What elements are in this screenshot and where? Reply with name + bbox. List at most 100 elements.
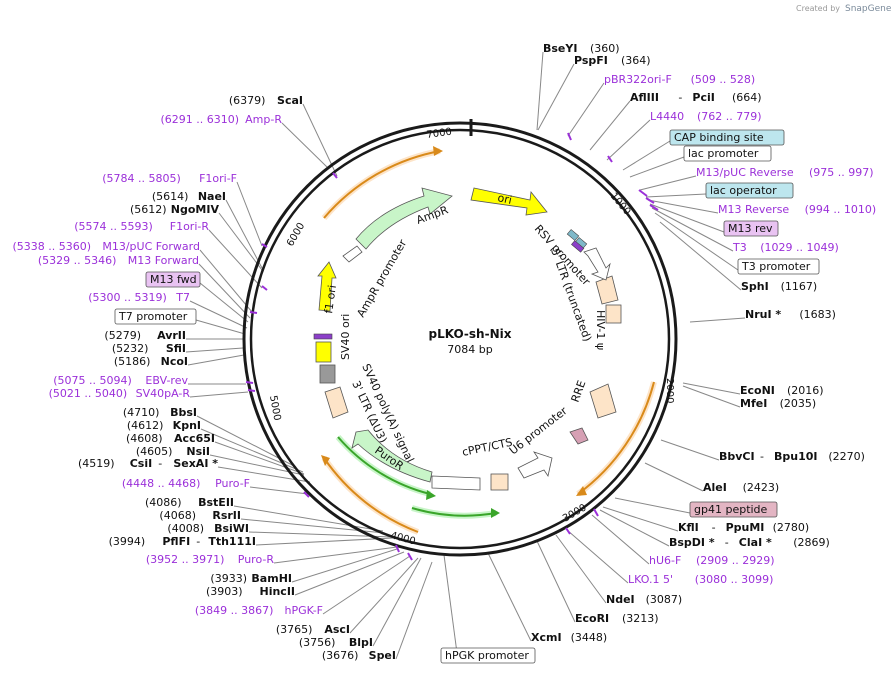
feature-box-gp41-peptide-box[interactable] <box>689 501 778 518</box>
l4440-mark <box>607 155 613 163</box>
feature-box-lac-operator-box[interactable] <box>705 182 794 199</box>
ampr-feature[interactable] <box>355 187 453 250</box>
primer-ebv-rev: EBV-rev <box>145 374 188 387</box>
feature-box-lac-operator: lac operator <box>710 184 777 197</box>
feature-box-t7-promoter: T7 promoter <box>118 310 188 323</box>
rre-label: RRE <box>569 379 589 404</box>
feature-box-hpgk-promoter: hPGK promoter <box>445 649 529 662</box>
site-avrii-pos: (5279) <box>104 329 141 342</box>
primer-ebv-rev-range: (5075 .. 5094) <box>53 374 132 387</box>
site-bsteii-pos: (4086) <box>145 496 182 509</box>
feature-box-t7-promoter-box[interactable] <box>114 308 197 325</box>
primer-m13-forward-range: (5329 .. 5346) <box>38 254 117 267</box>
site-scai-pos: (6379) <box>229 94 266 107</box>
site-bbsi-pos: (4710) <box>123 406 160 419</box>
amp-r-mark <box>332 172 338 179</box>
site-clai: ClaI * <box>739 536 772 549</box>
site-bspdi: BspDI * <box>669 536 715 549</box>
backbone-outer-ring <box>242 121 678 557</box>
econi-connector <box>682 382 741 395</box>
u6-promoter-feature[interactable] <box>517 451 553 479</box>
site-ngomiv: NgoMIV <box>171 203 220 216</box>
green-arc-1-bg <box>335 435 431 497</box>
primer-t3: T3 <box>732 241 747 254</box>
site-bbvci-pos: (2270) <box>828 450 865 463</box>
green-arc-1-arrowhead <box>426 490 436 500</box>
primer-amp-r: Amp-R <box>245 113 282 126</box>
sfii-connector <box>185 347 244 353</box>
ampr-promoter-label: AmpR promoter <box>354 237 409 320</box>
puro-f-mark <box>303 491 310 498</box>
hincii-connector <box>294 551 405 596</box>
primer-t3-range: (1029 .. 1049) <box>760 241 839 254</box>
site-sphi: SphI <box>741 280 769 293</box>
site-blpi: BlpI <box>349 636 373 649</box>
m13-fwd-box-connector <box>199 282 249 323</box>
site-nsii-pos: (4605) <box>136 445 173 458</box>
orange-bottom-arrowhead <box>321 455 330 466</box>
feature-box-lac-promoter-box[interactable] <box>683 145 772 162</box>
hpgk-promoter-feature[interactable] <box>431 475 481 491</box>
site-hincii: HincII <box>259 585 295 598</box>
pbr322ori-connector <box>567 82 605 137</box>
primer-f1ori-f: F1ori-F <box>199 172 237 185</box>
feature-box-m13-fwd-box[interactable] <box>145 271 201 288</box>
primer-hpgk-f-range: (3849 .. 3867) <box>195 604 274 617</box>
ampr-promoter-feature[interactable] <box>342 245 363 263</box>
site-bbsi: BbsI <box>170 406 197 419</box>
primer-m13-forward: M13 Forward <box>128 254 199 267</box>
hiv-psi-feature[interactable] <box>605 304 622 324</box>
f1-ori-feature[interactable] <box>317 261 337 312</box>
tick-6000: 6000 <box>285 221 307 249</box>
bsteii-connector <box>233 505 384 532</box>
sv40-ori-feature[interactable] <box>315 341 332 363</box>
bspdi-connector <box>599 509 670 547</box>
gp41-feature[interactable] <box>569 427 589 445</box>
site-rsrii-pos: (4068) <box>159 509 196 522</box>
site-kpni-pos: (4612) <box>127 419 164 432</box>
site-csii-sep: - <box>158 457 162 470</box>
ltr5-feature[interactable] <box>595 275 619 305</box>
primer-pbr322ori-f-range: (509 .. 528) <box>691 73 756 86</box>
feature-box-m13-rev-box[interactable] <box>723 220 779 237</box>
l4440-connector <box>606 119 651 161</box>
bsiwi-connector <box>248 531 393 538</box>
site-nrui: NruI * <box>745 308 781 321</box>
ltr3-feature[interactable] <box>324 386 349 419</box>
puror-feature[interactable] <box>351 429 433 483</box>
ori-feature[interactable] <box>470 187 548 216</box>
orange-right-arc <box>577 381 655 495</box>
pspfi-connector <box>537 63 575 131</box>
m13-fwd-feature[interactable] <box>313 333 333 340</box>
site-pspfi-pos: (364) <box>621 54 651 67</box>
tick-2000: 2000 <box>664 378 675 403</box>
sv40-ori-label: SV40 ori <box>339 314 352 360</box>
site-ncoi: NcoI <box>161 355 188 368</box>
sv40pa-r-connector <box>189 391 249 398</box>
rsv-promoter-feature[interactable] <box>583 247 611 281</box>
site-bbvci: BbvCI <box>719 450 755 463</box>
backbone-inner-ring <box>249 128 671 550</box>
t3-promoter-connector <box>654 212 739 271</box>
feature-box-hpgk-promoter-box[interactable] <box>440 647 536 664</box>
green-arc-2 <box>411 507 497 517</box>
cppt-feature[interactable] <box>490 473 509 491</box>
puro-r-connector <box>273 546 398 564</box>
plasmid-name: pLKO-sh-Nix <box>429 327 512 341</box>
rre-feature[interactable] <box>589 383 617 419</box>
cap-site-feature[interactable] <box>566 229 580 241</box>
feature-box-cap-binding-site-box[interactable] <box>669 129 785 146</box>
t7-connector <box>189 300 248 329</box>
sv40-polya-feature[interactable] <box>319 364 336 384</box>
primer-l4440-range: (762 .. 779) <box>697 110 762 123</box>
site-asci-pos: (3765) <box>276 623 313 636</box>
m13-rev-feature[interactable] <box>571 240 585 253</box>
site-econi-pos: (2016) <box>787 384 824 397</box>
bseyi-connector <box>536 51 544 131</box>
site-bamhi: BamHI <box>251 572 292 585</box>
puro-r-mark <box>395 544 400 553</box>
feature-box-t3-promoter-box[interactable] <box>737 258 820 275</box>
site-mfei-pos: (2035) <box>780 397 817 410</box>
site-pflfi-sep: - <box>196 535 200 548</box>
